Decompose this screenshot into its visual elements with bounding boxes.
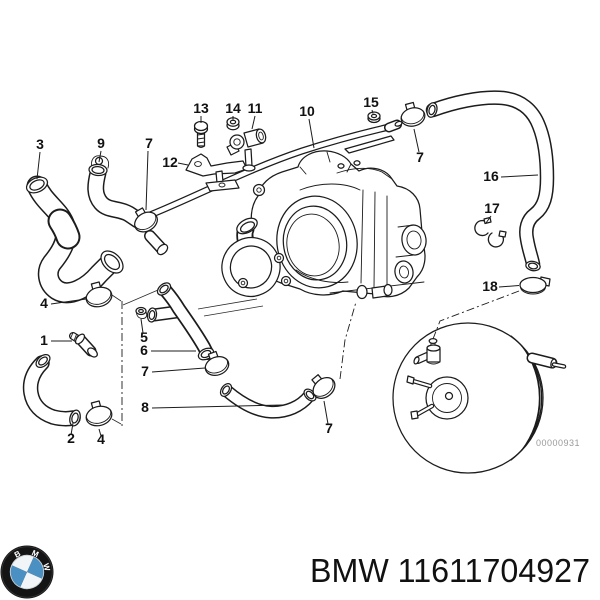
clamp-4-bottom [85,400,113,427]
callout-6: 6 [140,342,148,358]
callouts: 3 9 7 13 14 11 12 10 15 7 16 17 18 4 1 5… [36,94,500,447]
callout-12: 12 [162,154,178,170]
callout-16: 16 [483,168,499,184]
callout-2: 2 [67,430,75,446]
callout-8: 8 [141,399,149,415]
hose-16 [425,90,555,272]
callout-13: 13 [193,100,209,116]
callout-11: 11 [248,100,263,116]
clamp-7-right [400,101,426,127]
clamp-7-mid [204,350,230,377]
callout-10: 10 [299,103,315,119]
hose-8 [219,383,317,419]
callout-7-b: 7 [416,149,424,165]
nipple-5 [135,306,148,320]
bmw-logo: B M W [0,545,54,599]
hose-2 [22,353,81,427]
throttle-body [197,150,427,317]
clamp-7-bottom [311,374,336,399]
clamp-7-left [134,207,158,233]
clamp-4-top [85,281,113,308]
clamp-18 [519,276,551,295]
check-valve [413,337,441,365]
callout-7-c: 7 [141,363,149,379]
callout-7-d: 7 [325,420,333,436]
bolt-13 [193,120,209,148]
bmw-logo-letter-b: B [13,549,23,560]
bmw-logo-letter-w: W [41,562,52,572]
y-hose-6 [146,282,215,361]
reference-lines [111,289,520,426]
callout-4-b: 4 [97,431,105,447]
bmw-logo-letter-m: M [30,548,40,559]
callout-9: 9 [97,135,105,151]
tube-stub [144,230,169,256]
callout-3: 3 [36,136,44,152]
leader-lines [36,109,539,437]
callout-5: 5 [140,329,148,345]
clamp-17 [474,216,507,248]
brake-booster [392,322,567,474]
vacuum-pipe-10 [136,119,403,223]
callout-14: 14 [225,100,241,116]
nut-15 [367,111,381,124]
part-number-text: BMW 11611704927 [310,552,590,589]
callout-1: 1 [40,332,48,348]
hose-9 [87,155,147,229]
fitting-1 [69,332,98,358]
valve-fitting-11 [226,128,267,172]
callout-15: 15 [363,94,379,110]
water-neck-flange [221,217,285,298]
callout-17: 17 [484,200,500,216]
callout-4-a: 4 [40,295,48,311]
nut-14 [226,117,240,131]
hose-3 [25,175,124,304]
callout-18: 18 [482,278,498,294]
drawing-number-watermark: 00000931 [536,438,580,448]
bracket-12 [185,153,248,192]
callout-7-a: 7 [145,135,153,151]
